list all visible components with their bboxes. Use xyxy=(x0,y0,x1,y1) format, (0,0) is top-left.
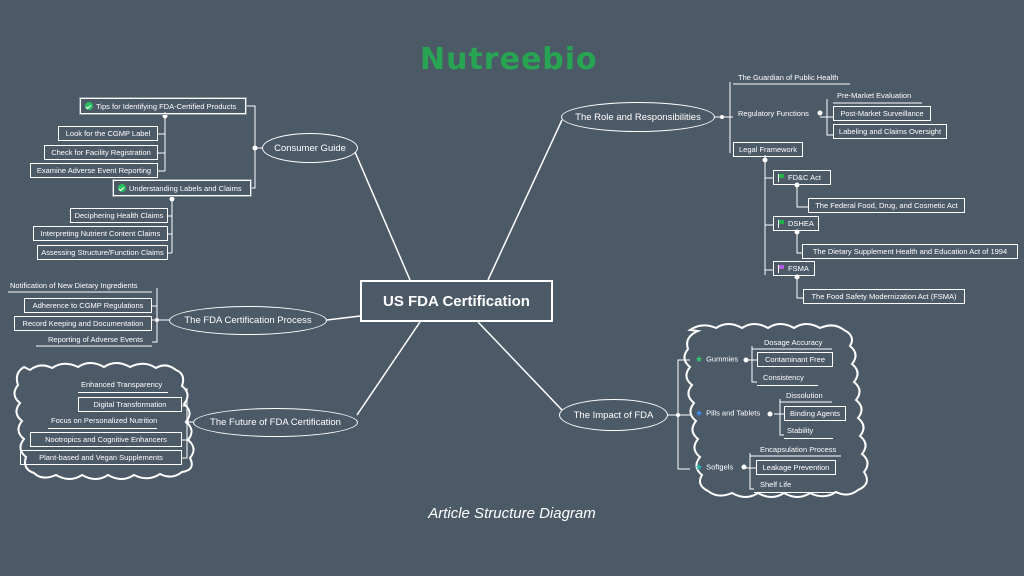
flag-green-icon xyxy=(778,173,785,182)
star-teal-icon: ★ xyxy=(695,462,704,472)
impact-item[interactable]: Shelf Life xyxy=(754,481,836,493)
impact-item[interactable]: Binding Agents xyxy=(784,406,846,421)
future-item[interactable]: Focus on Personalized Nutrition xyxy=(48,417,158,429)
future-item[interactable]: Digital Transformation xyxy=(78,397,182,412)
check-icon xyxy=(118,184,126,192)
labels-item[interactable]: Deciphering Health Claims xyxy=(70,208,168,223)
process-item[interactable]: Adherence to CGMP Regulations xyxy=(24,298,152,313)
act-detail[interactable]: The Dietary Supplement Health and Educat… xyxy=(802,244,1018,259)
tips-node[interactable]: Tips for Identifying FDA-Certified Produ… xyxy=(80,98,246,114)
future-item[interactable]: Plant-based and Vegan Supplements xyxy=(20,450,182,465)
process-item[interactable]: Notification of New Dietary Ingredients xyxy=(10,281,138,290)
tip-item[interactable]: Check for Facility Registration xyxy=(44,145,158,160)
tip-item[interactable]: Look for the CGMP Label xyxy=(58,126,158,141)
regulatory-node[interactable]: Regulatory Functions xyxy=(738,109,809,118)
act-fsma[interactable]: FSMA xyxy=(773,261,815,276)
act-detail[interactable]: The Federal Food, Drug, and Cosmetic Act xyxy=(808,198,965,213)
impact-item[interactable]: Contaminant Free xyxy=(757,352,833,367)
process-item[interactable]: Record Keeping and Documentation xyxy=(14,316,152,331)
impact-item[interactable]: Consistency xyxy=(757,374,818,386)
star-green-icon: ★ xyxy=(695,354,704,364)
labels-item[interactable]: Interpreting Nutrient Content Claims xyxy=(33,226,168,241)
brand-logo: Nutreebio xyxy=(420,42,598,77)
center-node[interactable]: US FDA Certification xyxy=(360,280,553,322)
regulatory-item[interactable]: Pre-Market Evaluation xyxy=(837,91,912,100)
tip-item[interactable]: Examine Adverse Event Reporting xyxy=(30,163,158,178)
role-node[interactable]: The Role and Responsibilities xyxy=(561,102,715,132)
impact-cloud xyxy=(683,323,869,498)
labels-item[interactable]: Assessing Structure/Function Claims xyxy=(37,245,168,260)
impact-group-pills[interactable]: ★Pills and Tablets xyxy=(695,408,761,418)
future-item[interactable]: Nootropics and Cognitive Enhancers xyxy=(30,432,182,447)
check-icon xyxy=(85,102,93,110)
impact-item[interactable]: Dosage Accuracy xyxy=(764,338,823,347)
future-cloud xyxy=(13,362,195,480)
flag-purple-icon xyxy=(778,264,785,273)
impact-item[interactable]: Stability xyxy=(784,427,834,439)
impact-group-gummies[interactable]: ★Gummies xyxy=(695,354,739,364)
star-blue-icon: ★ xyxy=(695,408,704,418)
impact-item[interactable]: Leakage Prevention xyxy=(756,460,836,475)
process-node[interactable]: The FDA Certification Process xyxy=(169,306,327,335)
act-detail[interactable]: The Food Safety Modernization Act (FSMA) xyxy=(803,289,965,304)
regulatory-item[interactable]: Labeling and Claims Oversight xyxy=(833,124,947,139)
process-item[interactable]: Reporting of Adverse Events xyxy=(48,335,144,344)
impact-item[interactable]: Dissolution xyxy=(786,391,823,400)
future-item[interactable]: Enhanced Transparency xyxy=(78,381,169,393)
act-dshea[interactable]: DSHEA xyxy=(773,216,819,231)
labels-claims-node[interactable]: Understanding Labels and Claims xyxy=(113,180,251,196)
impact-node[interactable]: The Impact of FDA xyxy=(559,399,668,431)
guardian-item[interactable]: The Guardian of Public Health xyxy=(738,73,839,82)
impact-group-softgels[interactable]: ★Softgels xyxy=(695,462,734,472)
legal-framework-node[interactable]: Legal Framework xyxy=(733,142,803,157)
consumer-guide-node[interactable]: Consumer Guide xyxy=(262,133,358,163)
regulatory-item[interactable]: Post-Market Surveillance xyxy=(833,106,931,121)
flag-green-icon xyxy=(778,219,785,228)
act-fdc[interactable]: FD&C Act xyxy=(773,170,831,185)
future-node[interactable]: The Future of FDA Certification xyxy=(193,408,358,437)
impact-item[interactable]: Encapsulation Process xyxy=(760,445,837,454)
diagram-caption: Article Structure Diagram xyxy=(428,505,596,522)
